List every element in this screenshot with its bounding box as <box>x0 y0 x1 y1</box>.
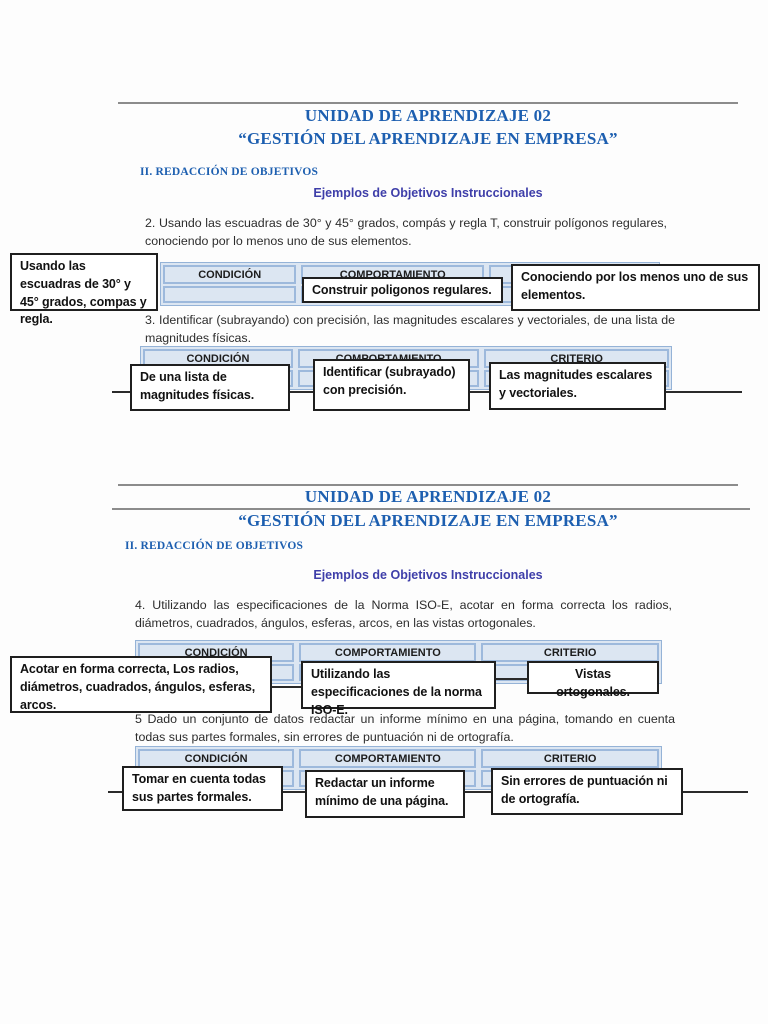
callout-criterion-3: Las magnitudes escalares y vectoriales. <box>489 362 666 410</box>
page-title-2: UNIDAD DE APRENDIZAJE 02 <box>304 487 552 506</box>
callout-criterion-2: Conociendo por los menos uno de sus elem… <box>511 264 760 311</box>
page-subtitle-2: “GESTIÓN DEL APRENDIZAJE EN EMPRESA” <box>238 511 618 530</box>
connector-line <box>272 686 301 688</box>
connector-line <box>496 678 527 680</box>
examples-subtitle-2: Ejemplos de Objetivos Instruccionales <box>313 568 543 582</box>
connector-line <box>465 791 491 793</box>
callout-condition-5: Tomar en cuenta todas sus partes formale… <box>122 766 283 811</box>
connector-line <box>470 391 489 393</box>
callout-condition-3: De una lista de magnitudes físicas. <box>130 364 290 411</box>
callout-behavior-2: Construir poligonos regulares. <box>302 277 503 303</box>
objective-3-paragraph: 3. Identificar (subrayando) con precisió… <box>145 313 675 345</box>
section-heading-2: II. REDACCIÓN DE OBJETIVOS <box>125 540 304 552</box>
page-subtitle: “GESTIÓN DEL APRENDIZAJE EN EMPRESA” <box>238 129 618 148</box>
callout-condition-2: Usando las escuadras de 30° y 45° grados… <box>10 253 158 326</box>
examples-subtitle: Ejemplos de Objetivos Instruccionales <box>313 186 543 200</box>
connector-line <box>283 791 305 793</box>
connector-line <box>683 791 748 793</box>
objective-2-paragraph: 2. Usando las escuadras de 30° y 45° gra… <box>145 216 667 248</box>
callout-criterion-5: Sin errores de puntuación ni de ortograf… <box>491 768 683 815</box>
page-title: UNIDAD DE APRENDIZAJE 02 <box>304 106 552 125</box>
divider-line <box>118 102 738 104</box>
connector-line <box>666 391 742 393</box>
connector-line <box>112 391 130 393</box>
table-header-comportamiento: COMPORTAMIENTO <box>299 643 477 662</box>
objective-4-paragraph: 4. Utilizando las especificaciones de la… <box>135 598 672 630</box>
callout-behavior-5: Redactar un informe mínimo de una página… <box>305 770 465 818</box>
connector-line <box>108 791 122 793</box>
connector-line <box>290 391 313 393</box>
divider-line <box>118 484 738 486</box>
table-header-comportamiento: COMPORTAMIENTO <box>299 749 477 768</box>
table-header-condicion: CONDICIÓN <box>138 749 295 768</box>
table-header-criterio: CRITERIO <box>481 749 659 768</box>
callout-criterion-4: Vistas ortogonales. <box>527 661 659 699</box>
callout-behavior-4: Utilizando las especificaciones de la no… <box>301 661 496 717</box>
callout-behavior-3: Identificar (subrayado) con precisión. <box>313 359 470 411</box>
section-heading: II. REDACCIÓN DE OBJETIVOS <box>140 166 319 178</box>
title-underline <box>112 508 750 510</box>
objective-5-paragraph: 5 Dado un conjunto de datos redactar un … <box>135 712 675 744</box>
table-header-condicion: CONDICIÓN <box>163 265 297 284</box>
table-header-criterio: CRITERIO <box>481 643 659 662</box>
table-body-cell <box>163 286 297 303</box>
callout-condition-4: Acotar en forma correcta, Los radios, di… <box>10 656 272 713</box>
